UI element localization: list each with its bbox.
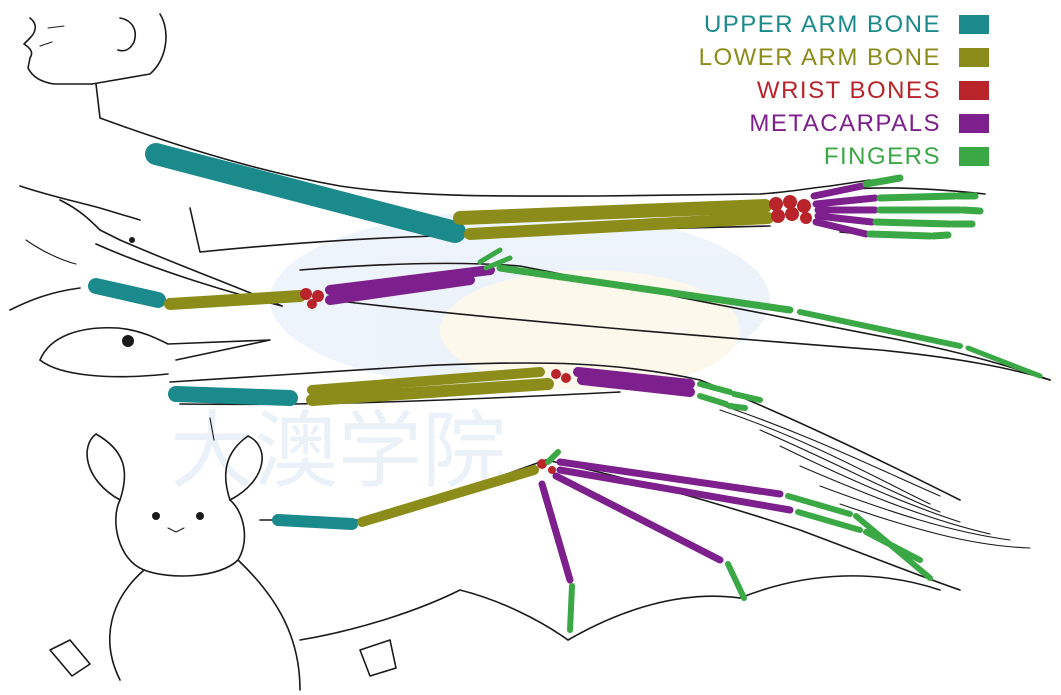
human-fingers bbox=[866, 178, 980, 236]
legend-item-upper-arm-bone: UPPER ARM BONE bbox=[699, 8, 989, 41]
legend-item-fingers: FINGERS bbox=[699, 140, 989, 173]
legend-label: WRIST BONES bbox=[757, 77, 941, 105]
watermark: 大澳学院 bbox=[170, 210, 770, 500]
legend-swatch bbox=[959, 147, 989, 166]
human-metacarpals bbox=[814, 186, 875, 234]
legend-item-lower-arm-bone: LOWER ARM BONE bbox=[699, 41, 989, 74]
legend-item-metacarpals: METACARPALS bbox=[699, 107, 989, 140]
legend-swatch bbox=[959, 15, 989, 34]
bird-upper-arm-bone bbox=[176, 394, 290, 398]
watermark-text: 大澳学院 bbox=[170, 402, 506, 500]
legend-swatch bbox=[959, 81, 989, 100]
human-wrist-bones bbox=[769, 195, 812, 224]
legend-item-wrist-bones: WRIST BONES bbox=[699, 74, 989, 107]
legend-swatch bbox=[959, 48, 989, 67]
pterosaur-lower-arm-bone bbox=[170, 296, 300, 304]
legend-label: LOWER ARM BONE bbox=[699, 44, 941, 72]
bat-upper-arm-bone bbox=[278, 520, 352, 524]
legend-label: METACARPALS bbox=[749, 110, 941, 138]
legend-label: FINGERS bbox=[824, 143, 941, 171]
legend-swatch bbox=[959, 114, 989, 133]
bat-metacarpals bbox=[542, 462, 790, 580]
legend: UPPER ARM BONE LOWER ARM BONE WRIST BONE… bbox=[699, 8, 989, 173]
pterosaur-upper-arm-bone bbox=[96, 286, 158, 300]
bird-fingers bbox=[700, 384, 760, 408]
legend-label: UPPER ARM BONE bbox=[704, 11, 941, 39]
